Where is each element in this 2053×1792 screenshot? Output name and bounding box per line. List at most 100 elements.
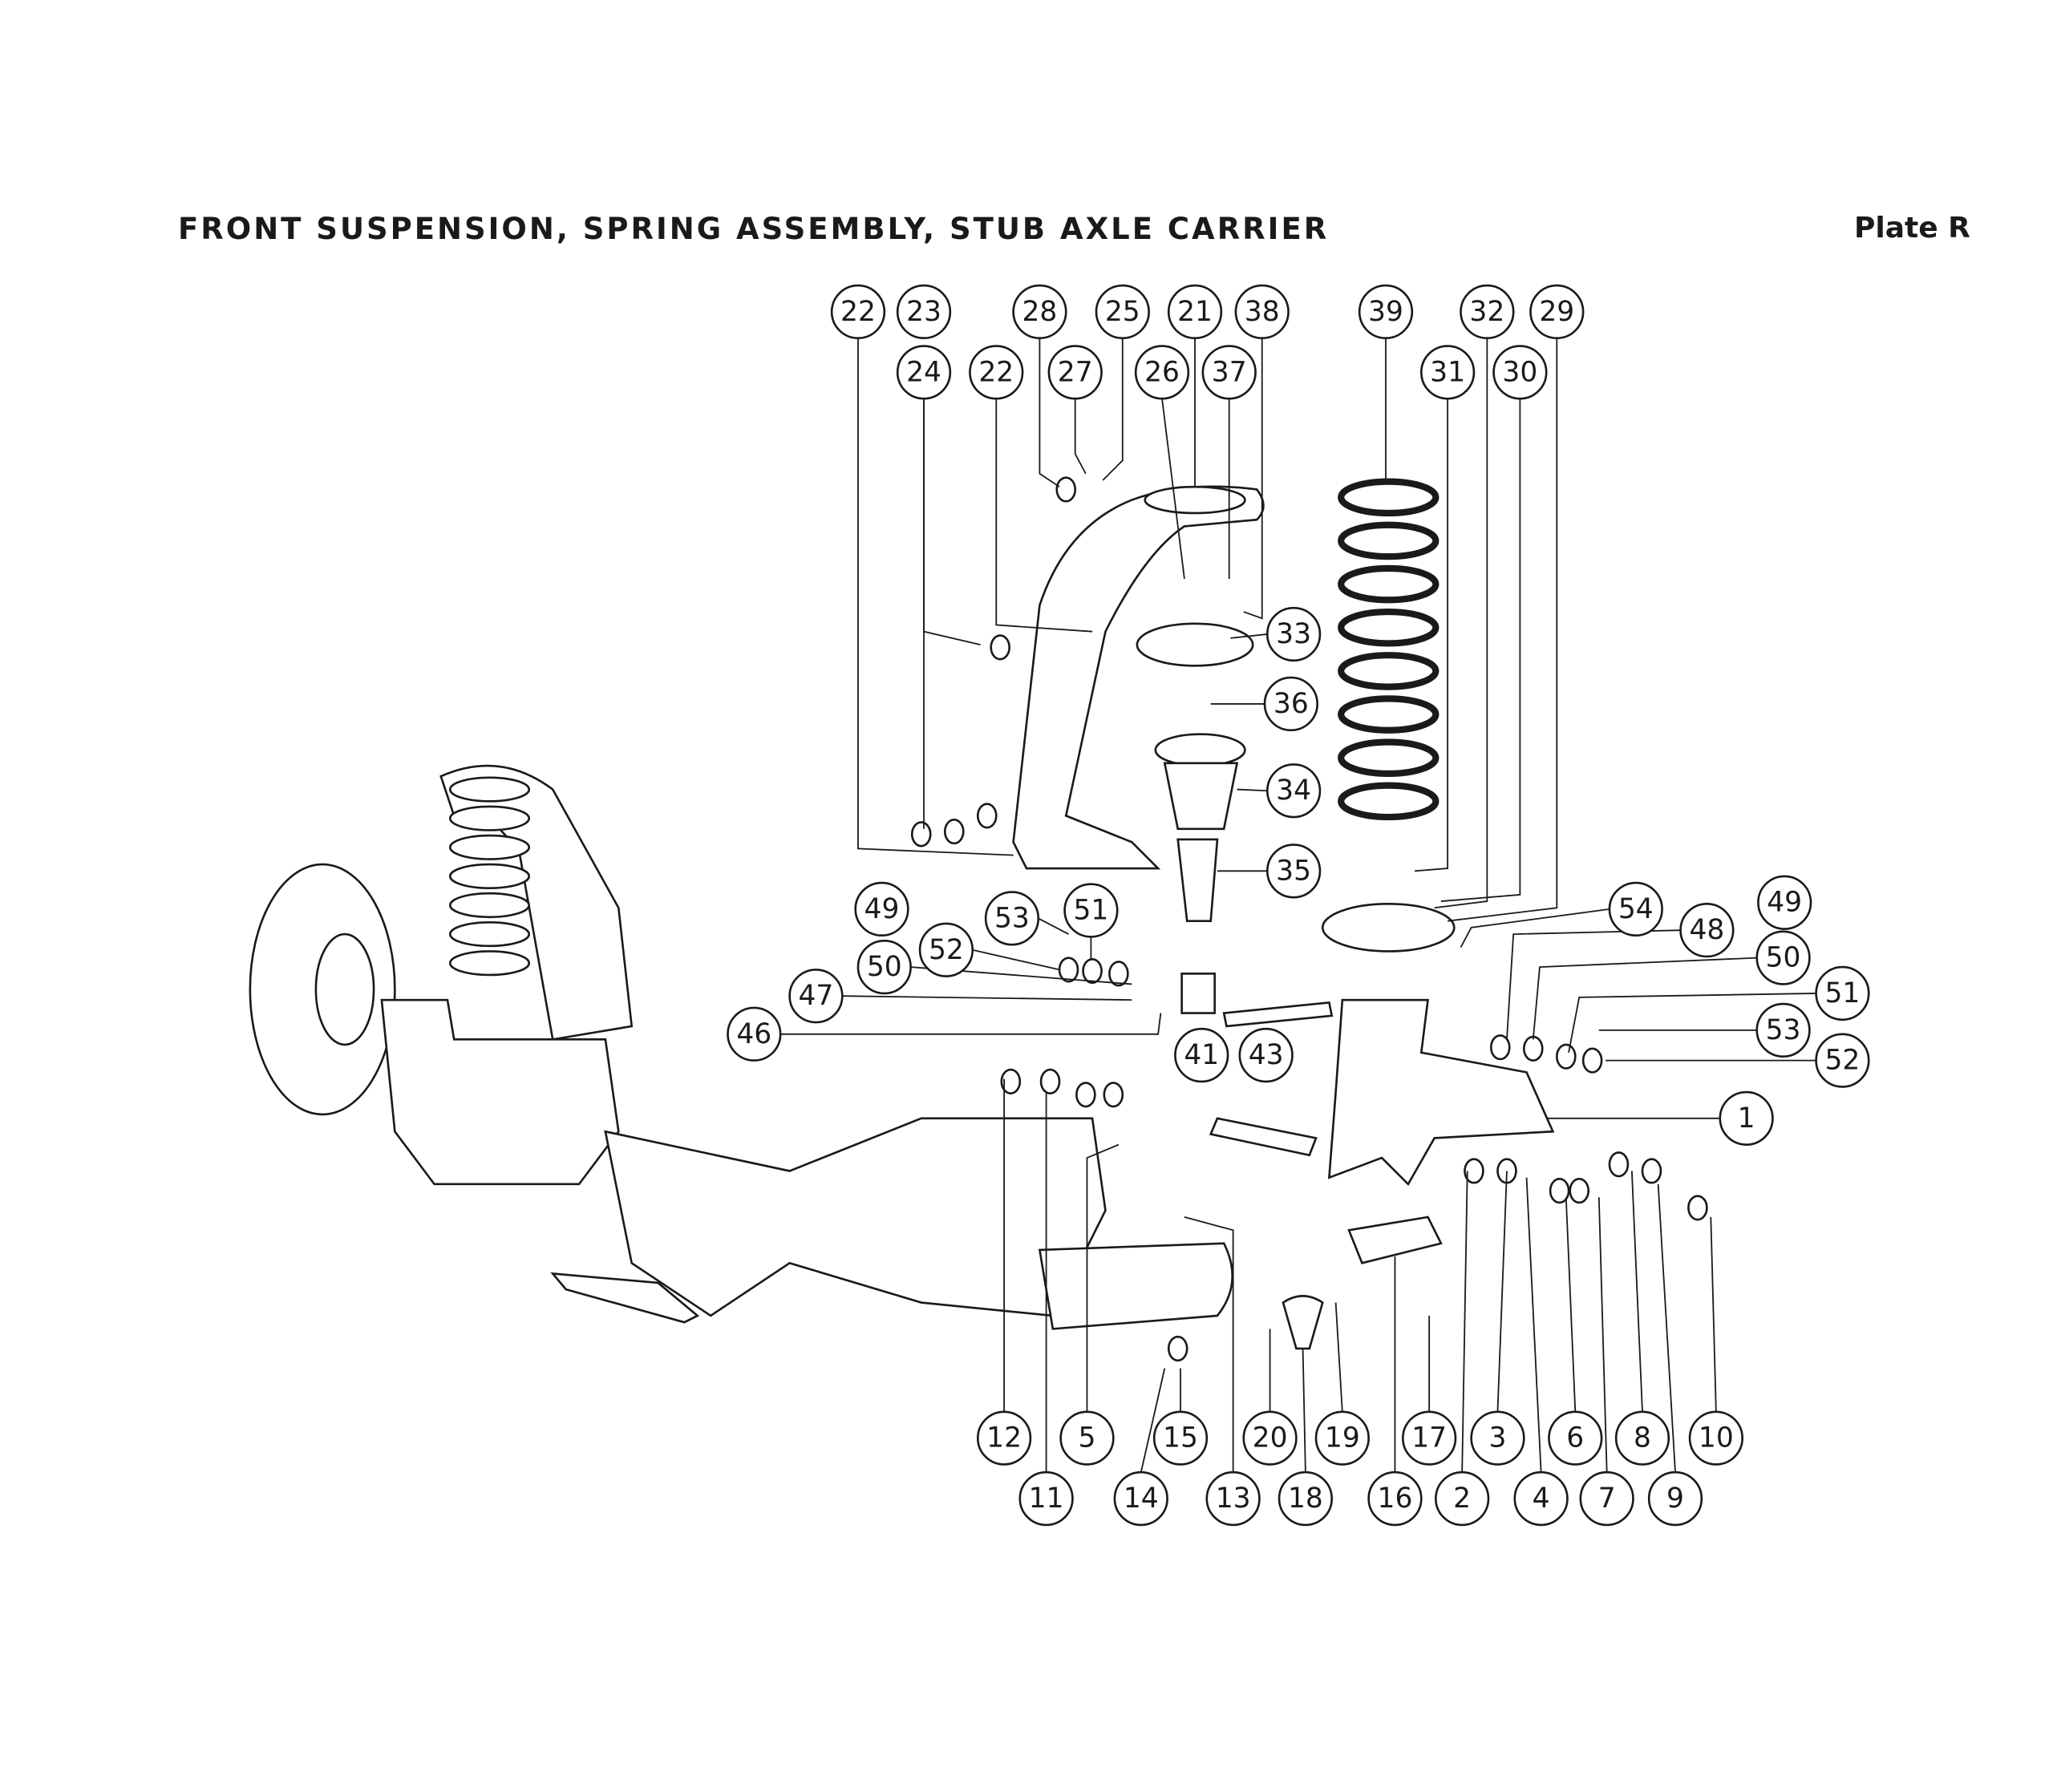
- leader-line: [1243, 338, 1263, 620]
- washers: [910, 476, 1708, 1362]
- callout-number: 36: [1274, 688, 1309, 720]
- leader-line: [1161, 398, 1185, 580]
- callout-number: 13: [1216, 1483, 1251, 1515]
- tower-bore: [1144, 485, 1246, 515]
- callout-number: 1: [1738, 1102, 1755, 1135]
- callout-circle: [1815, 1033, 1870, 1088]
- callout-circle: [1679, 903, 1735, 958]
- damper-top: [1154, 733, 1246, 767]
- leader-line: [1434, 338, 1488, 909]
- callout-circle: [1402, 1410, 1457, 1466]
- callout-circle: [1548, 1410, 1603, 1466]
- callout-11: 11: [1018, 1470, 1074, 1527]
- callout-circle: [1435, 1470, 1490, 1527]
- leader-line: [842, 995, 1132, 1001]
- leader-line: [1074, 398, 1087, 475]
- leader-line: [1657, 1183, 1676, 1473]
- callout-circle: [976, 1410, 1032, 1466]
- leader-line: [1102, 338, 1124, 481]
- leader-line: [1448, 338, 1558, 922]
- washer: [1489, 1034, 1511, 1061]
- callout-circle: [1174, 1027, 1229, 1083]
- callout-number: 24: [906, 356, 941, 388]
- callout-number: 10: [1699, 1422, 1734, 1454]
- callout-circle: [830, 284, 886, 340]
- callout-number: 14: [1124, 1483, 1159, 1515]
- upper-spring-tower: [1012, 485, 1265, 870]
- callout-49: 49: [854, 881, 909, 937]
- leader-line: [1440, 398, 1521, 902]
- callout-3: 3: [1470, 1410, 1525, 1466]
- callout-25: 25: [1095, 284, 1150, 340]
- spring-coil-turn: [1338, 478, 1440, 517]
- bush: [1180, 973, 1216, 1014]
- callout-number: 46: [736, 1018, 771, 1050]
- callout-2: 2: [1435, 1470, 1490, 1527]
- callout-circle: [1047, 345, 1103, 400]
- leader-line: [1525, 1177, 1542, 1473]
- callout-circle: [1018, 1470, 1074, 1527]
- callout-31: 31: [1419, 345, 1476, 400]
- washer: [1082, 957, 1103, 985]
- damper-body: [1163, 762, 1239, 831]
- callout-number: 51: [1073, 895, 1108, 927]
- suspension-drawing: [249, 476, 1708, 1362]
- leader-lines: [780, 338, 1816, 1473]
- callout-circle: [1063, 883, 1119, 938]
- callout-number: 52: [1824, 1045, 1860, 1077]
- callout-circle: [1419, 345, 1476, 400]
- callout-32: 32: [1460, 284, 1515, 340]
- callout-circle: [1757, 875, 1812, 930]
- callout-number: 34: [1276, 775, 1311, 807]
- callout-circle: [1263, 676, 1318, 732]
- callout-number: 54: [1618, 893, 1654, 925]
- leader-line: [1710, 1216, 1717, 1412]
- callout-circle: [1059, 1410, 1115, 1466]
- washer: [1522, 1035, 1544, 1062]
- callout-number: 7: [1598, 1483, 1616, 1515]
- leader-line: [1506, 929, 1681, 1040]
- callout-49: 49: [1757, 875, 1812, 930]
- callout-circle: [1688, 1410, 1743, 1466]
- callout-number: 19: [1325, 1422, 1360, 1454]
- buffer-rubber: [1282, 1295, 1324, 1350]
- callout-52: 52: [918, 922, 974, 977]
- callout-43: 43: [1238, 1027, 1294, 1083]
- plate-number: Plate R: [1854, 212, 1970, 245]
- callout-54: 54: [1608, 881, 1663, 937]
- callout-circle: [1113, 1470, 1168, 1527]
- leader-line: [1565, 1197, 1577, 1412]
- fulcrum-pin: [1209, 1117, 1318, 1157]
- callout-number: 8: [1634, 1422, 1651, 1454]
- callout-number: 5: [1079, 1422, 1096, 1454]
- callout-50: 50: [856, 939, 912, 995]
- callout-number: 18: [1288, 1483, 1323, 1515]
- callout-circle: [1167, 284, 1223, 340]
- callout-number: 33: [1276, 618, 1311, 650]
- callout-circle: [1265, 763, 1322, 819]
- callout-9: 9: [1647, 1470, 1703, 1527]
- leader-line: [780, 1013, 1162, 1035]
- leader-line: [1460, 908, 1610, 948]
- brake-drum-hub: [314, 932, 375, 1046]
- callout-number: 29: [1539, 296, 1574, 328]
- callout-circle: [984, 891, 1040, 946]
- left-spring-coil-turn: [448, 892, 531, 919]
- callout-number: 23: [906, 296, 941, 328]
- callout-19: 19: [1314, 1410, 1370, 1466]
- leader-line: [857, 338, 1014, 856]
- callout-circle: [1492, 345, 1548, 400]
- callout-39: 39: [1358, 284, 1414, 340]
- leader-line: [1415, 398, 1449, 872]
- callout-18: 18: [1278, 1470, 1334, 1527]
- washer: [1000, 1068, 1022, 1094]
- callout-number: 53: [994, 902, 1030, 934]
- callout-number: 39: [1368, 296, 1403, 328]
- washer: [1103, 1082, 1124, 1108]
- leader-line: [1039, 338, 1060, 487]
- left-stub-axle-carrier: [380, 998, 620, 1186]
- callout-37: 37: [1201, 345, 1257, 400]
- washer: [1055, 476, 1077, 503]
- callout-number: 49: [1767, 887, 1802, 919]
